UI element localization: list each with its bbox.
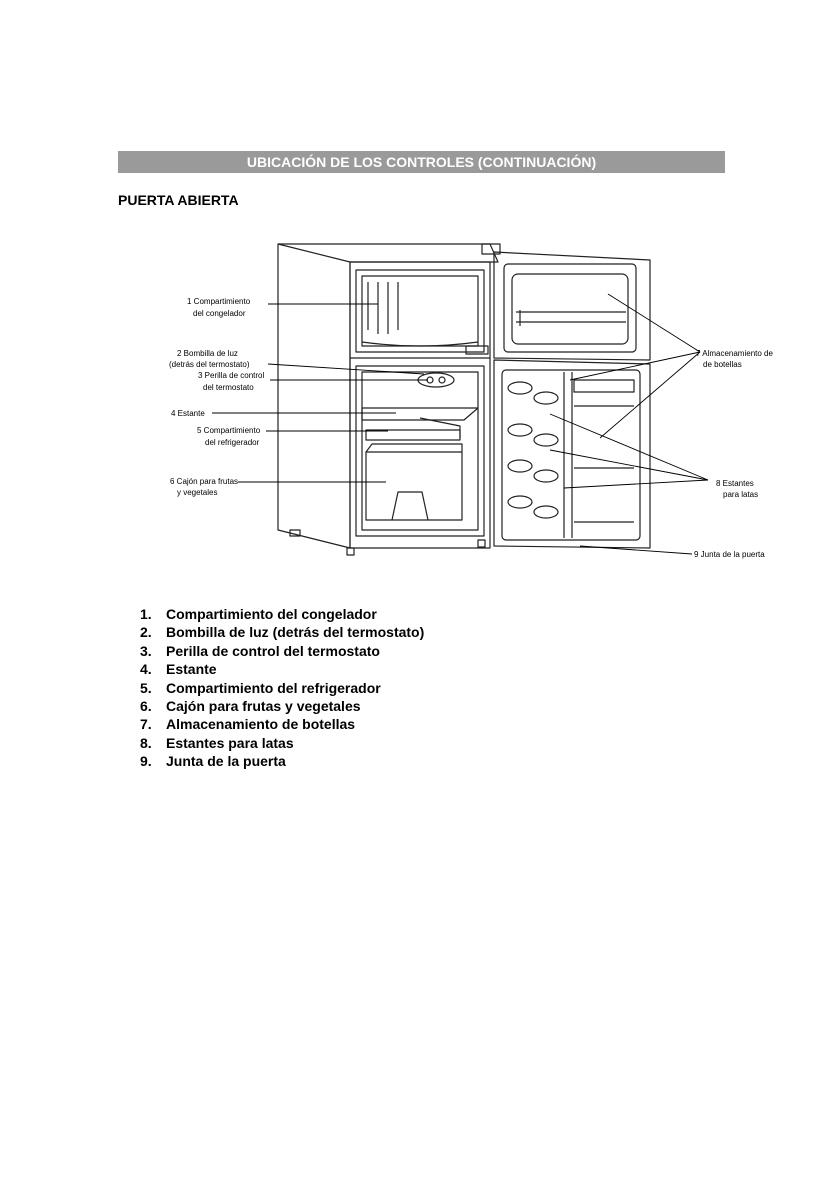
legend-item-number: 1. bbox=[140, 606, 152, 622]
label-can-shelves-line2: para latas bbox=[723, 490, 758, 499]
legend-item-text: Cajón para frutas y vegetales bbox=[166, 697, 361, 714]
label-light-bulb: 2 Bombilla de luz bbox=[177, 349, 238, 358]
legend-item: 9. Junta de la puerta bbox=[140, 752, 424, 770]
legend-item: 6. Cajón para frutas y vegetales bbox=[140, 697, 424, 715]
label-thermostat-knob: 3 Perilla de control bbox=[198, 371, 264, 380]
label-freezer-compartment-line2: del congelador bbox=[193, 309, 246, 318]
label-thermostat-knob-line2: del termostato bbox=[203, 383, 254, 392]
legend-item-text: Compartimiento del congelador bbox=[166, 606, 377, 622]
legend-item-number: 8. bbox=[140, 734, 152, 751]
legend-item-text: Bombilla de luz (detrás del termostato) bbox=[166, 624, 425, 641]
legend-item-number: 7. bbox=[140, 716, 152, 733]
label-bottle-storage: 7 Almacenamiento de bbox=[696, 349, 773, 358]
legend-item: 4. Estante bbox=[140, 660, 424, 678]
legend-item-text: Perilla de control del termostato bbox=[166, 642, 380, 659]
legend-item-text: Almacenamiento de botellas bbox=[166, 716, 356, 733]
section-title-bar: UBICACIÓN DE LOS CONTROLES (CONTINUACIÓN… bbox=[118, 151, 725, 173]
legend-item-number: 4. bbox=[140, 661, 152, 678]
legend-item-number: 2. bbox=[140, 624, 152, 641]
refrigerator-diagram: 1 Compartimiento del congelador 2 Bombil… bbox=[160, 230, 773, 575]
label-can-shelves: 8 Estantes bbox=[716, 479, 754, 488]
legend-item: 3. Perilla de control del termostato bbox=[140, 642, 424, 660]
label-light-bulb-line2: (detrás del termostato) bbox=[169, 360, 250, 369]
legend-item-number: 9. bbox=[140, 753, 152, 770]
legend-item-number: 6. bbox=[140, 697, 152, 714]
legend-item: 2. Bombilla de luz (detrás del termostato… bbox=[140, 623, 424, 641]
section-subtitle: PUERTA ABIERTA bbox=[118, 192, 239, 208]
label-refrigerator-compartment-line2: del refrigerador bbox=[205, 438, 260, 447]
legend-item-text: Compartimiento del refrigerador bbox=[166, 679, 381, 696]
label-crisper-drawer: 6 Cajón para frutas bbox=[170, 477, 238, 486]
legend-item-text: Estante bbox=[166, 661, 217, 678]
legend-item-number: 5. bbox=[140, 679, 152, 696]
legend-item-text: Estantes para latas bbox=[166, 734, 294, 751]
legend-item: 1. Compartimiento del congelador bbox=[140, 605, 424, 623]
legend-item: 7. Almacenamiento de botellas bbox=[140, 715, 424, 733]
legend-item-number: 3. bbox=[140, 642, 152, 659]
label-door-gasket: 9 Junta de la puerta bbox=[694, 550, 765, 559]
label-bottle-storage-line2: de botellas bbox=[703, 360, 742, 369]
legend-item: 8. Estantes para latas bbox=[140, 734, 424, 752]
label-crisper-drawer-line2: y vegetales bbox=[177, 488, 217, 497]
parts-legend: 1. Compartimiento del congelador 2. Bombil… bbox=[140, 605, 424, 771]
legend-item: 5. Compartimiento del refrigerador bbox=[140, 679, 424, 697]
label-freezer-compartment: 1 Compartimiento bbox=[187, 297, 251, 306]
refrigerator-illustration: 1 Compartimiento del congelador 2 Bombil… bbox=[169, 243, 773, 559]
label-shelf: 4 Estante bbox=[171, 409, 205, 418]
label-refrigerator-compartment: 5 Compartimiento bbox=[197, 426, 261, 435]
legend-item-text: Junta de la puerta bbox=[166, 753, 286, 770]
